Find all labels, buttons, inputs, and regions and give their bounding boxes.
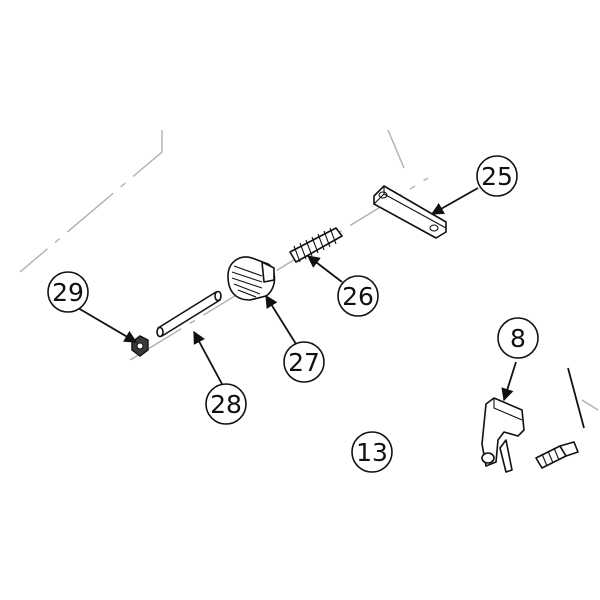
svg-text:27: 27 — [288, 348, 320, 377]
callout-29: 29 — [47, 271, 89, 313]
callout-13: 13 — [351, 431, 393, 473]
svg-text:25: 25 — [481, 162, 513, 191]
part-28-pin — [156, 290, 222, 338]
part-25-bar — [373, 185, 447, 239]
phantom-lines — [19, 129, 599, 411]
svg-text:13: 13 — [356, 438, 388, 467]
part-29-nut — [131, 335, 149, 357]
svg-text:26: 26 — [342, 282, 374, 311]
callout-28: 28 — [205, 383, 247, 425]
callout-8: 8 — [497, 317, 539, 359]
callout-25: 25 — [476, 155, 518, 197]
callout-27: 27 — [283, 341, 325, 383]
leader-lines — [77, 187, 517, 402]
part-26-spring — [289, 227, 343, 263]
callout-26: 26 — [337, 275, 379, 317]
part-27-knurled-cap — [227, 256, 276, 301]
small-screw — [535, 441, 579, 469]
svg-text:29: 29 — [52, 278, 84, 307]
right-edge-line — [567, 367, 585, 429]
svg-text:8: 8 — [510, 324, 526, 353]
part-8-lever — [481, 397, 525, 473]
svg-text:28: 28 — [210, 390, 242, 419]
